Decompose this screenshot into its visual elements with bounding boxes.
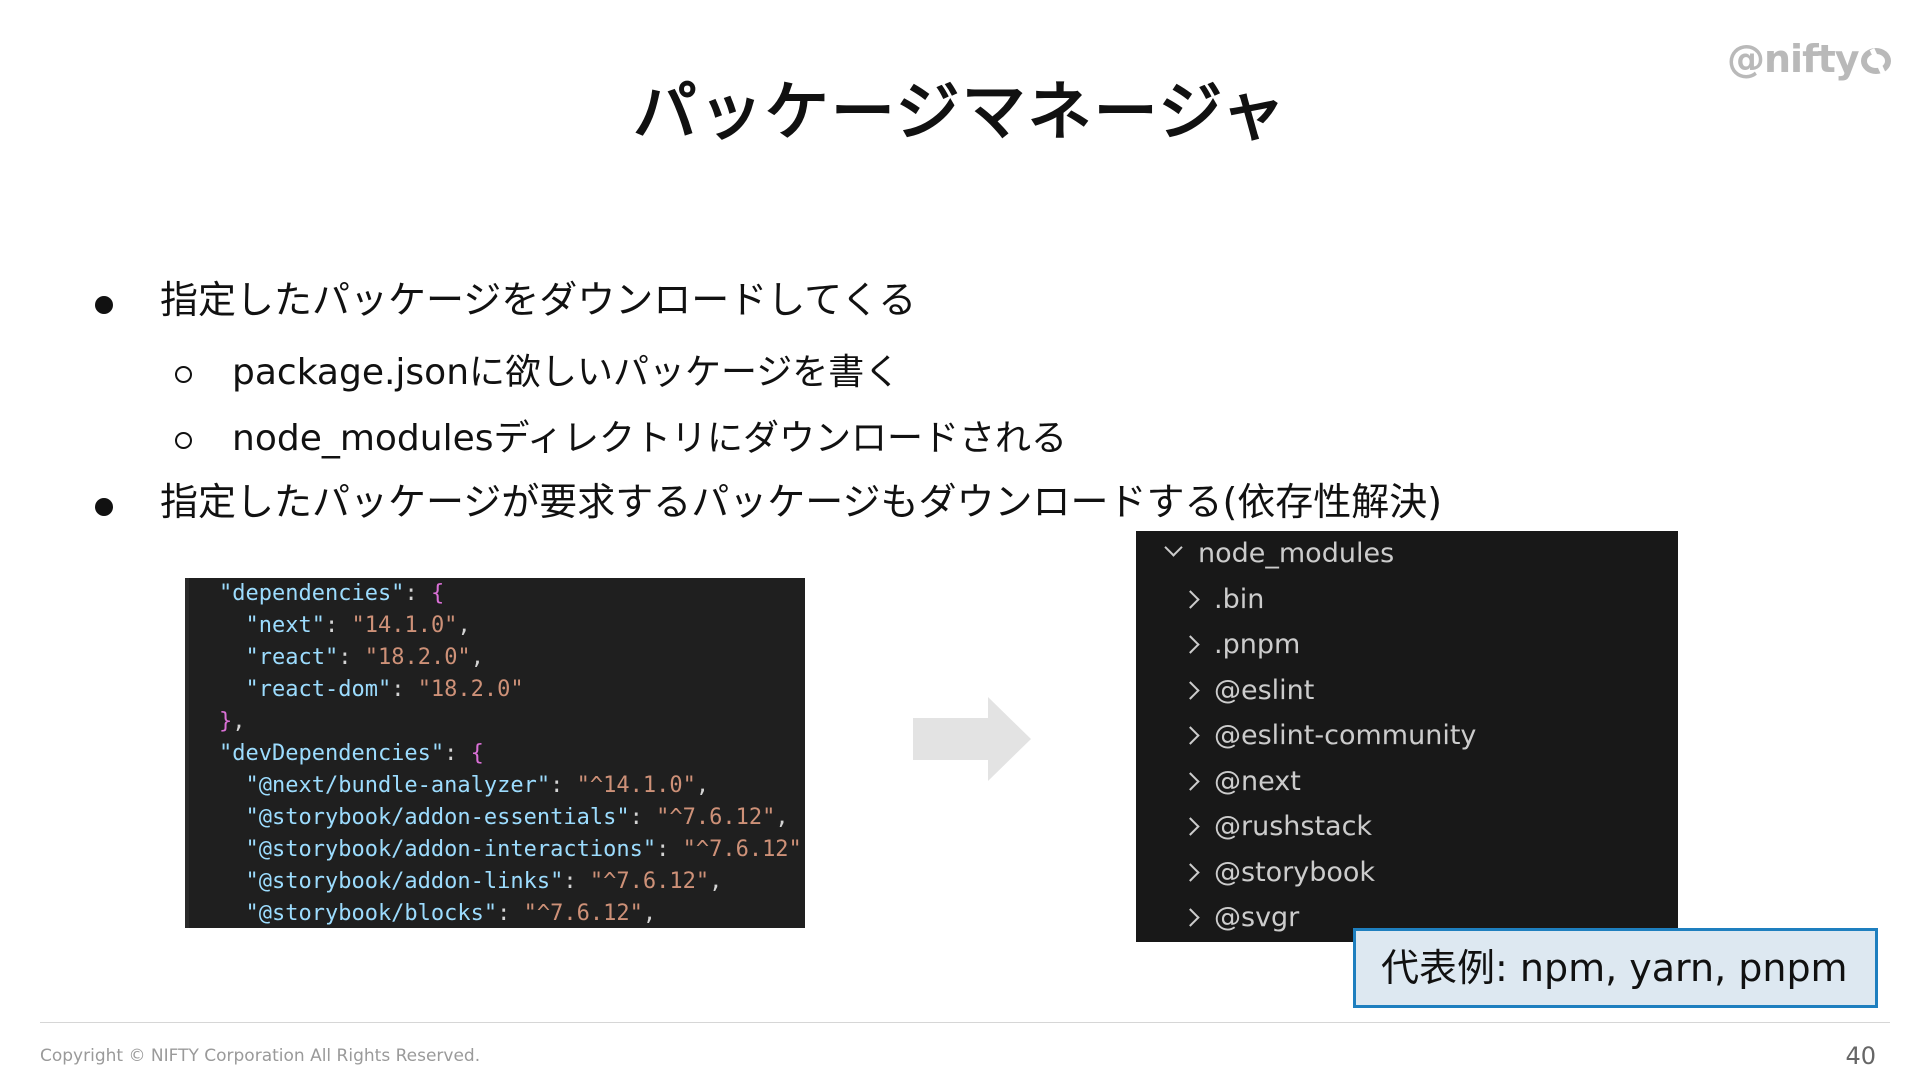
chevron-right-icon (1181, 635, 1200, 654)
code-token: : (497, 901, 524, 926)
bullet-text: 指定したパッケージが要求するパッケージもダウンロードする(依存性解決) (160, 480, 1443, 524)
code-token: "@storybook/addon-links" (219, 869, 564, 894)
tree-folder-item[interactable]: @eslint-community (1136, 713, 1678, 759)
footer-divider (40, 1022, 1890, 1023)
code-token: : (629, 805, 657, 830)
code-token: "react-dom" (219, 677, 392, 702)
code-token: : (656, 837, 683, 862)
tree-folder-item[interactable]: .pnpm (1136, 622, 1678, 668)
code-token: "^14.1.0" (576, 773, 696, 798)
code-token: , (695, 773, 710, 798)
code-line: "dependencies": { (219, 578, 805, 610)
bullet-dot-icon (95, 498, 113, 516)
bullet-dot-icon (95, 296, 113, 314)
code-token: : (550, 773, 577, 798)
code-token: , (775, 805, 789, 830)
code-token: } (219, 709, 233, 734)
folder-name: @svgr (1214, 902, 1300, 933)
nifty-logo: @nifty (1727, 33, 1892, 85)
logo-swirl-icon (1860, 48, 1891, 74)
code-line: "react": "18.2.0", (219, 642, 805, 674)
chevron-right-icon (1181, 680, 1200, 700)
sub-bullet-circle-icon (175, 366, 192, 383)
tree-folder-item[interactable]: @next (1136, 759, 1678, 805)
folder-name: .pnpm (1214, 629, 1301, 660)
code-line: "@storybook/addon-interactions": "^7.6.1… (219, 834, 805, 866)
tree-folder-item[interactable]: @rushstack (1136, 804, 1678, 850)
bullet-text: 指定したパッケージをダウンロードしてくる (160, 278, 917, 322)
copyright-text: Copyright © NIFTY Corporation All Rights… (40, 1046, 481, 1066)
chevron-right-icon (1181, 771, 1200, 791)
code-token: "next" (219, 613, 325, 638)
folder-name: @eslint-community (1214, 720, 1477, 751)
sub-bullet-circle-icon (175, 432, 192, 449)
chevron-right-icon (1181, 589, 1200, 609)
code-token: , (642, 901, 657, 926)
right-arrow-icon (913, 697, 1031, 785)
tree-folder-item[interactable]: @svgr (1136, 895, 1678, 941)
chevron-right-icon (1181, 817, 1200, 836)
chevron-down-icon (1164, 538, 1183, 557)
code-token: : (324, 613, 352, 638)
code-token: "18.2.0" (417, 677, 524, 702)
code-line: "@storybook/addon-links": "^7.6.12", (219, 866, 805, 898)
tree-folder-item[interactable]: @eslint (1136, 668, 1678, 714)
folder-name: @eslint (1214, 674, 1315, 706)
folder-name: node_modules (1198, 538, 1395, 569)
code-token: "@storybook/blocks" (219, 901, 498, 926)
code-line: "@storybook/addon-essentials": "^7.6.12"… (219, 802, 805, 834)
folder-name: @storybook (1214, 856, 1376, 888)
chevron-right-icon (1181, 726, 1200, 745)
code-token: , (709, 869, 723, 894)
code-line: "next": "14.1.0", (219, 610, 805, 642)
code-line: "react-dom": "18.2.0" (219, 674, 805, 706)
code-token: : (391, 677, 418, 702)
code-token: { (470, 741, 484, 766)
code-token: "^7.6.12" (589, 869, 710, 894)
tree-folder-root[interactable]: node_modules (1136, 531, 1678, 577)
sub-bullet-text: node_modulesディレクトリにダウンロードされる (232, 418, 1067, 459)
code-token: : (404, 581, 431, 606)
chevron-right-icon (1181, 908, 1200, 927)
code-token: : (338, 645, 365, 670)
folder-name: .bin (1214, 583, 1265, 615)
logo-text: @nifty (1727, 37, 1860, 81)
code-token: , (457, 613, 471, 638)
code-token: "react" (219, 645, 339, 670)
code-token: "dependencies" (219, 581, 405, 606)
code-line: }, (219, 706, 805, 738)
slide-title: パッケージマネージャ (632, 76, 1288, 150)
code-token: "^7.6.12" (656, 805, 776, 830)
node-modules-explorer: node_modules .bin .pnpm @eslint @eslint-com… (1136, 531, 1678, 942)
code-line: "devDependencies": { (219, 738, 805, 770)
code-token: , (232, 709, 246, 734)
folder-name: @rushstack (1214, 811, 1373, 842)
chevron-right-icon (1181, 862, 1200, 882)
folder-name: @next (1214, 765, 1301, 797)
code-token: "^7.6.12" (523, 901, 643, 926)
code-token: "^7.6.12" (682, 837, 802, 862)
code-token: "@storybook/addon-essentials" (219, 805, 630, 830)
code-token: { (430, 581, 445, 606)
tree-folder-item[interactable]: .bin (1136, 577, 1678, 623)
example-callout: 代表例: npm, yarn, pnpm (1353, 928, 1878, 1008)
code-token: "@next/bundle-analyzer" (219, 773, 551, 798)
code-line: "@storybook/blocks": "^7.6.12", (219, 898, 805, 928)
code-token: "@storybook/addon-interactions" (219, 837, 657, 862)
page-number: 40 (1845, 1042, 1876, 1070)
code-token: : (563, 869, 590, 894)
code-line: "@next/bundle-analyzer": "^14.1.0", (219, 770, 805, 802)
code-token: "14.1.0" (351, 613, 458, 638)
sub-bullet-text: package.jsonに欲しいパッケージを書く (232, 352, 901, 393)
package-json-code-block: "dependencies": { "next": "14.1.0", "rea… (185, 578, 805, 928)
code-token: , (470, 645, 484, 670)
code-token: : (444, 741, 471, 766)
code-token: "devDependencies" (219, 741, 445, 766)
tree-folder-item[interactable]: @storybook (1136, 850, 1678, 896)
code-token: "18.2.0" (364, 645, 471, 670)
code-token: , (802, 837, 805, 862)
